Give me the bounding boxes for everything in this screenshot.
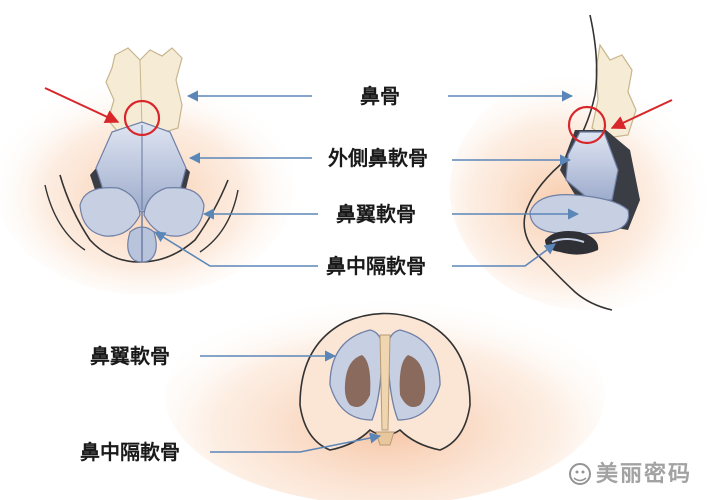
watermark-logo-icon <box>569 463 591 485</box>
label-septal-cartilage: 鼻中隔軟骨 <box>326 254 426 278</box>
watermark: 美丽密码 <box>560 444 710 490</box>
leader-septal-right <box>452 243 556 267</box>
leader-bottom-septal <box>210 432 382 453</box>
watermark-text: 美丽密码 <box>596 462 693 487</box>
label-alar-cartilage: 鼻翼軟骨 <box>336 202 416 226</box>
leader-lines <box>154 90 580 453</box>
side-view-illustration <box>450 14 720 311</box>
leader-septal-left <box>154 231 318 267</box>
label-bottom-septal-cartilage: 鼻中隔軟骨 <box>80 440 180 464</box>
label-upper-lateral-cartilage: 外側鼻軟骨 <box>328 146 428 170</box>
bottom-view-illustration <box>165 285 605 500</box>
label-nasal-bone: 鼻骨 <box>360 84 400 108</box>
label-bottom-alar-cartilage: 鼻翼軟骨 <box>90 344 170 368</box>
front-view-illustration <box>0 47 295 295</box>
